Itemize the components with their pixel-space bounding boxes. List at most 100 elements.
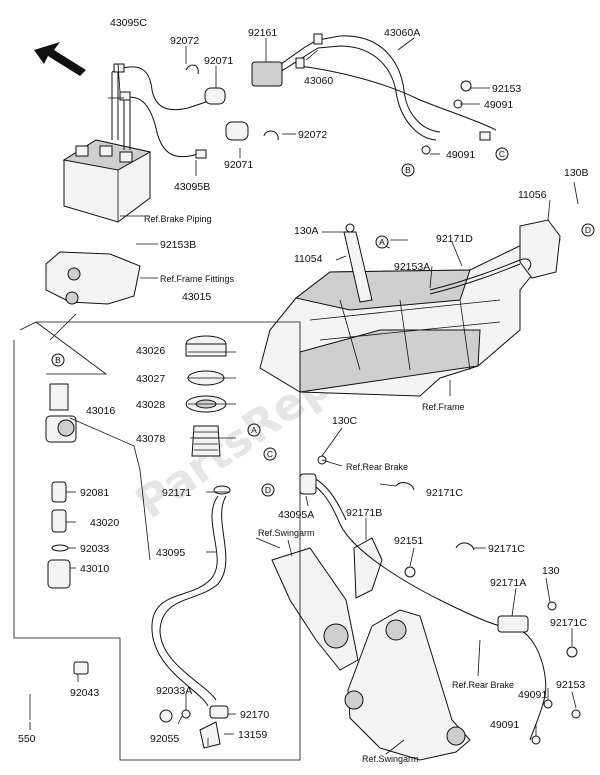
label-43015: 43015: [182, 291, 211, 303]
label-43027: 43027: [136, 373, 165, 385]
label-49091-rear-lower: 49091: [490, 719, 519, 731]
bolt-92153-rear: [571, 709, 581, 719]
clamp-92170: [209, 705, 229, 719]
part-number-labels: 43095C 92072 92071 92161 43060A 43060 92…: [18, 17, 589, 745]
label-43095A: 43095A: [278, 509, 314, 521]
label-92171D: 92171D: [436, 233, 473, 245]
label-130C: 130C: [332, 415, 358, 427]
label-92072-lower: 92072: [298, 129, 327, 141]
label-11054: 11054: [294, 253, 323, 265]
label-92153-rear: 92153: [556, 679, 585, 691]
svg-text:B: B: [55, 355, 61, 365]
label-43095C: 43095C: [110, 17, 147, 29]
grommet-92071-upper: [204, 87, 226, 105]
leader-lines: [13, 37, 579, 761]
banjo-bolt-43095A: [299, 473, 317, 495]
label-130: 130: [542, 565, 560, 577]
abs-hydraulic-unit: [62, 139, 152, 223]
marker-a-reservoir: A: [247, 423, 261, 437]
frame-fitting-bracket: [45, 251, 141, 305]
ref-swingarm-upper: Ref.Swingarm: [258, 528, 315, 538]
marker-b-piping: B: [401, 163, 415, 177]
master-cylinder-group: [29, 251, 231, 749]
label-92171A: 92171A: [490, 577, 526, 589]
clamp-92171A: [497, 615, 529, 633]
ref-frame-fittings: Ref.Frame Fittings: [160, 274, 235, 284]
label-13159: 13159: [238, 729, 267, 741]
label-43028: 43028: [136, 399, 165, 411]
label-43026: 43026: [136, 345, 165, 357]
circlip-92033: [51, 544, 69, 552]
svg-text:A: A: [379, 237, 385, 247]
svg-text:A: A: [251, 425, 257, 435]
oring-92055: [159, 709, 173, 723]
label-43078: 43078: [136, 433, 165, 445]
clamp-92171C-lower: [566, 646, 578, 658]
label-92153B: 92153B: [160, 239, 196, 251]
ref-brake-piping: Ref.Brake Piping: [144, 214, 212, 224]
ref-rear-brake-upper: Ref.Rear Brake: [346, 462, 408, 472]
label-92081: 92081: [80, 487, 109, 499]
label-43095B: 43095B: [174, 181, 210, 193]
label-92033: 92033: [80, 543, 109, 555]
rear-swingarm-group: [271, 455, 581, 761]
label-92171B: 92171B: [346, 507, 382, 519]
grommet-92071-lower: [225, 121, 249, 141]
label-43060: 43060: [304, 75, 333, 87]
label-43016: 43016: [86, 405, 115, 417]
bracket-92171B: [353, 537, 383, 599]
label-92161: 92161: [248, 27, 277, 39]
label-92071-lower: 92071: [224, 159, 253, 171]
clamp-92171C-upper: [395, 482, 415, 491]
bolt-92153: [460, 80, 472, 92]
label-130A: 130A: [294, 225, 319, 237]
label-49091-mid: 49091: [446, 149, 475, 161]
label-11056: 11056: [518, 189, 547, 201]
clamp-92161: [251, 61, 283, 87]
label-92171C-mid: 92171C: [488, 543, 525, 555]
linkage-rod-swingarm: [347, 609, 471, 761]
master-cylinder-body-43016: [49, 383, 69, 411]
label-49091-rear-upper: 49091: [518, 689, 547, 701]
label-43010: 43010: [80, 563, 109, 575]
marker-d-rear: D: [261, 483, 275, 497]
bracket-11056: [519, 219, 561, 279]
clip-92072-upper: [185, 64, 199, 75]
bolt-130: [547, 601, 557, 611]
fitting-13159: [199, 721, 221, 749]
ref-swingarm-lower: Ref.Swingarm: [362, 754, 419, 764]
label-92033A: 92033A: [156, 685, 192, 697]
marker-b-master: B: [51, 353, 65, 367]
circle-markers: A A B B C C D D: [51, 147, 595, 497]
svg-text:D: D: [265, 485, 271, 495]
label-92170: 92170: [240, 709, 269, 721]
clamp-92151: [404, 566, 416, 578]
svg-text:B: B: [405, 165, 411, 175]
label-550: 550: [18, 733, 36, 745]
ref-rear-brake-lower: Ref.Rear Brake: [452, 680, 514, 690]
frame-assembly: [259, 219, 561, 397]
clamp-92171: [213, 485, 231, 495]
front-direction-arrow-icon: [34, 42, 86, 76]
label-43095: 43095: [156, 547, 185, 559]
marker-c-piping: C: [495, 147, 509, 161]
label-92171: 92171: [162, 487, 191, 499]
marker-a-frame: A: [375, 235, 389, 249]
spring-92081: [51, 481, 67, 503]
reservoir-tank-43078: [191, 425, 221, 457]
marker-c-rear: C: [263, 447, 277, 461]
label-92043: 92043: [70, 687, 99, 699]
reference-labels: Ref.Brake Piping Ref.Frame Fittings Ref.…: [144, 214, 514, 764]
label-92071-upper: 92071: [204, 55, 233, 67]
ref-frame: Ref.Frame: [422, 402, 465, 412]
marker-d-frame: D: [581, 223, 595, 237]
push-rod-43010: [47, 559, 71, 589]
washer-49091-rear-upper: [543, 699, 553, 709]
clip-92072-lower: [263, 130, 279, 141]
swingarm-upper: [271, 547, 359, 671]
label-92072-upper: 92072: [170, 35, 199, 47]
label-92171C-upper: 92171C: [426, 487, 463, 499]
oring-92033A: [181, 709, 191, 719]
